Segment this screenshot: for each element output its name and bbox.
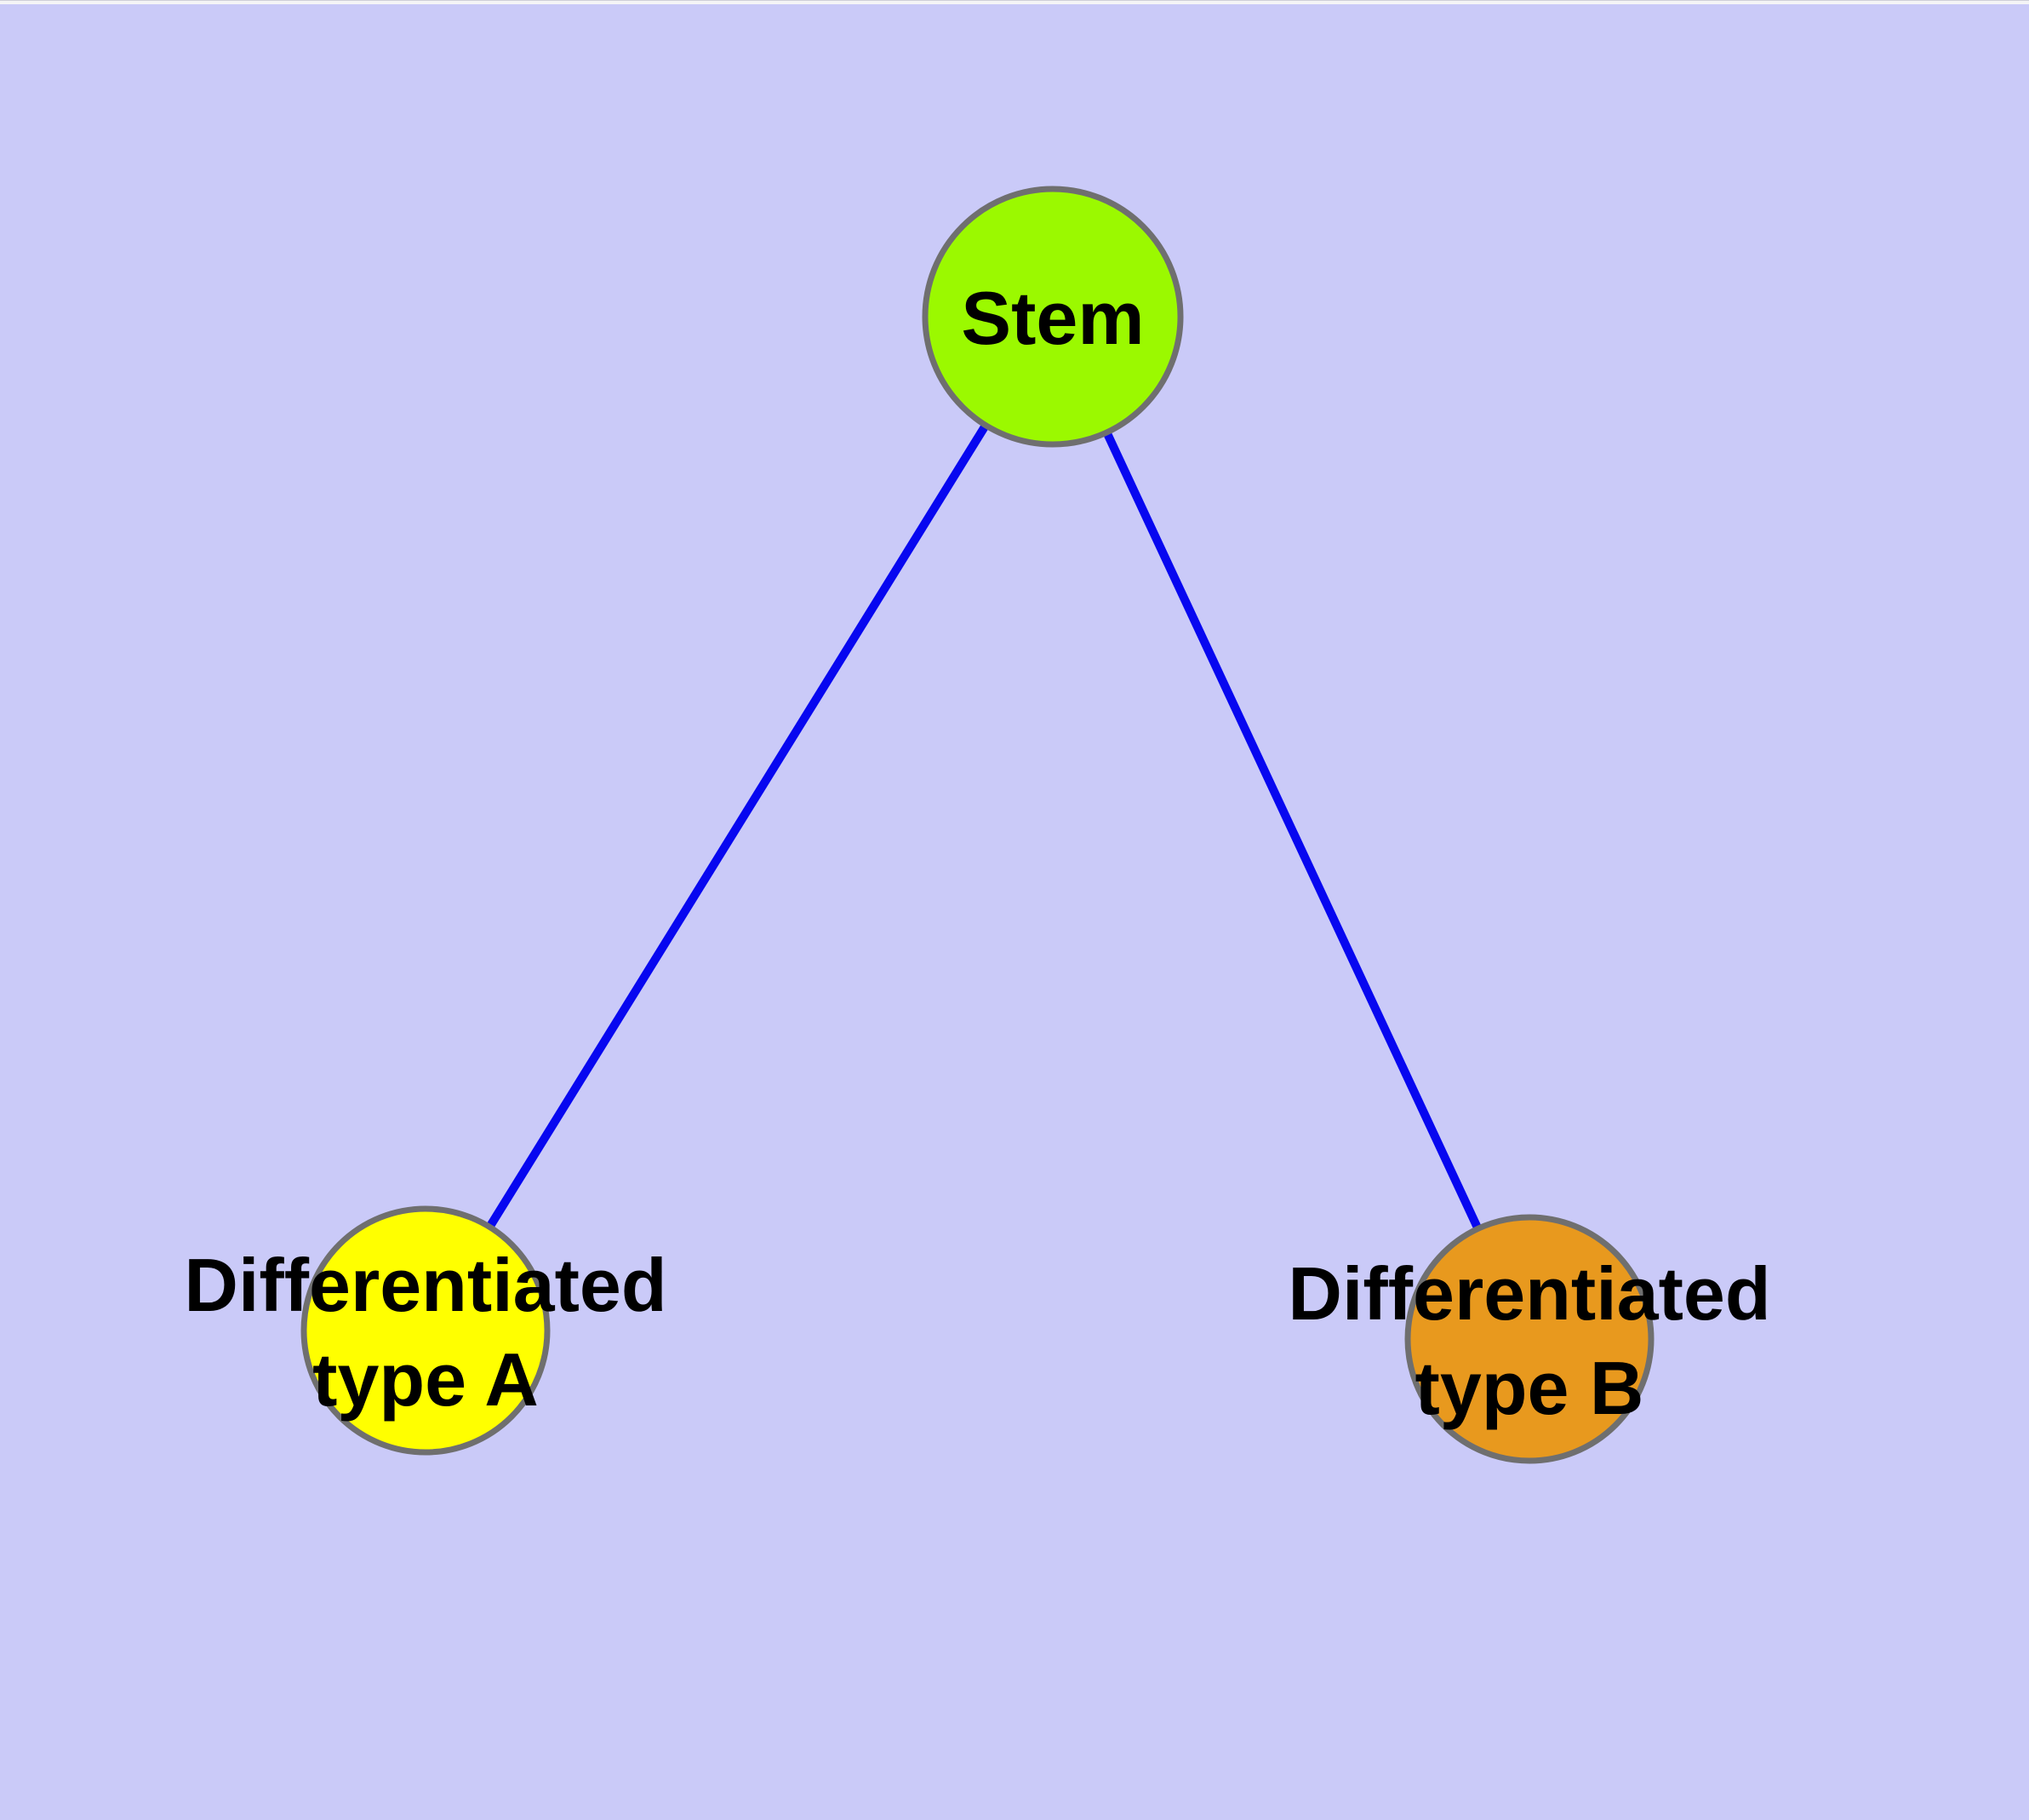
type-a-node-circle bbox=[300, 1205, 551, 1456]
stem-node-label: Stem bbox=[961, 276, 1144, 360]
type-b-node-label-line2: type B bbox=[1415, 1346, 1644, 1430]
image-top-edge bbox=[0, 0, 2029, 4]
node-differentiated-type-b: Differentiated type B bbox=[1288, 1214, 1771, 1464]
type-b-node-circle bbox=[1404, 1214, 1655, 1464]
node-differentiated-type-a: Differentiated type A bbox=[184, 1205, 667, 1456]
edge-stem-to-type-a bbox=[421, 314, 1057, 1333]
stem-node-circle bbox=[922, 186, 1184, 448]
edge-stem-to-type-b bbox=[1049, 314, 1534, 1342]
type-a-node-label-line1: Differentiated bbox=[184, 1243, 666, 1327]
type-a-node-label-line2: type A bbox=[312, 1337, 539, 1422]
type-b-node-label-line1: Differentiated bbox=[1288, 1251, 1770, 1336]
node-stem: Stem bbox=[922, 186, 1184, 448]
